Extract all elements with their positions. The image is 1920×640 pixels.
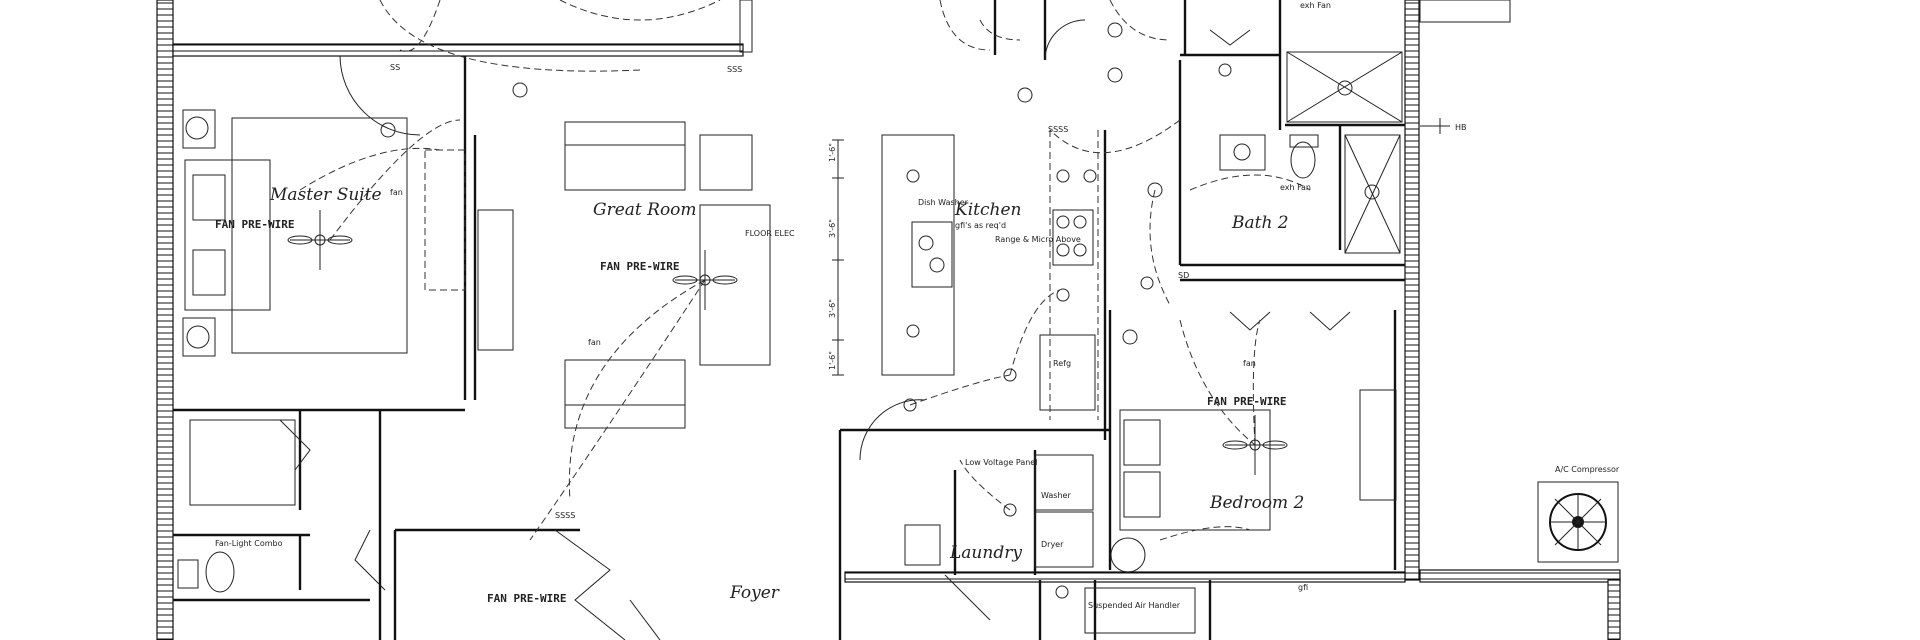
low-voltage-panel-note: Low Voltage Panel xyxy=(965,458,1037,467)
ceiling-fan-icon xyxy=(1222,415,1288,475)
dim-note-d: 1'-6" xyxy=(828,351,837,370)
hose-bib-icon xyxy=(1420,118,1450,134)
exh-fan-note-bath: exh Fan xyxy=(1280,183,1311,192)
dryer-note: Dryer xyxy=(1041,540,1064,549)
ss-note: SS xyxy=(390,63,400,72)
dim-note-b: 3'-6" xyxy=(828,219,837,238)
exterior-walls xyxy=(156,0,1621,640)
gfi-note: gfi xyxy=(1298,583,1308,592)
gfis-note: gfi's as req'd xyxy=(955,221,1006,230)
dimension-line xyxy=(832,139,844,376)
dish-washer-note: Dish Washer xyxy=(918,198,969,207)
suspended-air-handler-note: Suspended Air Handler xyxy=(1088,601,1181,610)
range-micro-note: Range & Micro Above xyxy=(995,235,1081,244)
fan-note-bedroom: fan xyxy=(1243,359,1256,368)
fan-light-combo-note: Fan-Light Combo xyxy=(215,539,283,548)
door-swings xyxy=(279,19,1351,640)
fan-pre-wire-note-foyer: FAN PRE-WIRE xyxy=(487,592,566,605)
ac-compressor-unit xyxy=(1537,481,1619,563)
ceiling-fan-icon xyxy=(672,250,738,310)
fan-pre-wire-note-bedroom: FAN PRE-WIRE xyxy=(1207,395,1286,408)
sd-note: SD xyxy=(1178,271,1189,280)
light-fixture-icons xyxy=(380,22,1232,599)
dim-note-c: 3'-6" xyxy=(828,299,837,318)
kitchen-label: Kitchen xyxy=(954,200,1021,220)
washer-note: Washer xyxy=(1041,491,1071,500)
ssss-note-kitchen: SSSS xyxy=(1048,125,1068,134)
sss-note: SSS xyxy=(727,65,742,74)
master-suite-label: Master Suite xyxy=(269,185,382,205)
fan-note-great-room: fan xyxy=(588,338,601,347)
floor-elec-note: FLOOR ELEC xyxy=(745,229,795,238)
room-labels: Master Suite Great Room Kitchen Bath 2 B… xyxy=(269,185,1304,603)
interior-walls xyxy=(173,0,1405,640)
fan-note-master: fan xyxy=(390,188,403,197)
dim-note-a: 1'-6" xyxy=(828,143,837,162)
furniture xyxy=(177,51,1403,634)
ssss-note-foyer: SSSS xyxy=(555,511,575,520)
refg-note: Refg xyxy=(1053,359,1071,368)
bedroom-2-label: Bedroom 2 xyxy=(1209,493,1304,513)
ac-compressor-note: A/C Compressor xyxy=(1555,465,1620,474)
foyer-label: Foyer xyxy=(729,583,780,603)
great-room-label: Great Room xyxy=(593,200,697,220)
circuit-lines xyxy=(299,0,1311,541)
fixture-notes: FAN PRE-WIRE FAN PRE-WIRE FAN PRE-WIRE F… xyxy=(215,1,1620,610)
ceiling-fan-icon xyxy=(287,210,353,270)
fan-pre-wire-note-master: FAN PRE-WIRE xyxy=(215,218,294,231)
bath-2-label: Bath 2 xyxy=(1231,213,1289,233)
hb-note: HB xyxy=(1455,123,1467,132)
exh-fan-note-top: exh Fan xyxy=(1300,1,1331,10)
fan-pre-wire-note-great-room: FAN PRE-WIRE xyxy=(600,260,679,273)
laundry-label: Laundry xyxy=(949,543,1022,563)
